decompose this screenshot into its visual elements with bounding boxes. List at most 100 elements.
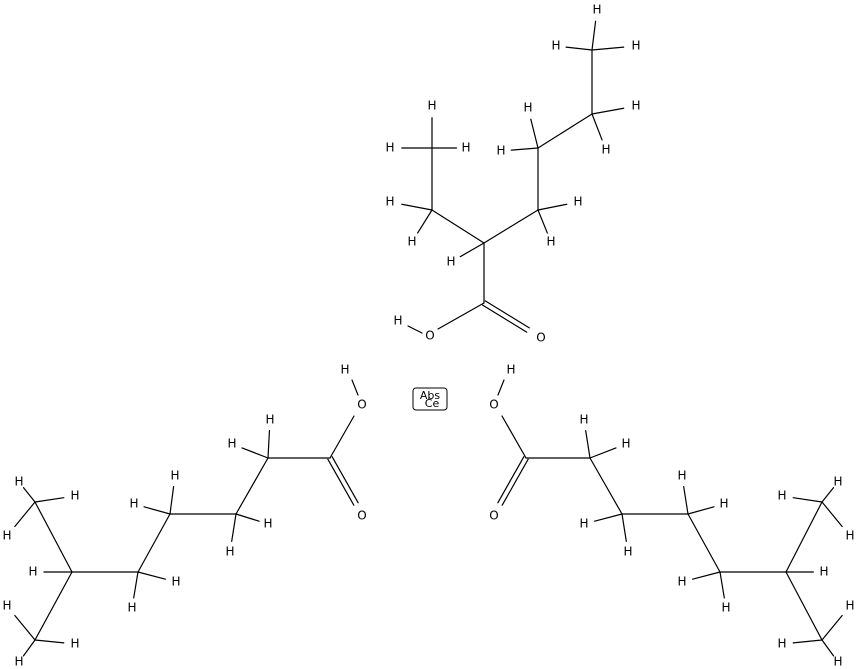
center-ion: Abs Ce bbox=[412, 387, 448, 411]
oxygen-atom-label: O bbox=[489, 509, 498, 523]
hydrogen-atom-label: H bbox=[385, 141, 394, 155]
c-h-bond bbox=[821, 487, 835, 503]
hydrogen-atom-label: H bbox=[225, 545, 234, 559]
c-h-bond bbox=[591, 107, 625, 115]
hydrogen-atom-label: H bbox=[171, 575, 180, 589]
c-h-bond bbox=[591, 46, 625, 51]
c-h-bond bbox=[719, 571, 725, 599]
c-h-bond bbox=[621, 513, 627, 542]
c-c-bond bbox=[785, 571, 823, 641]
hydrogen-atom-label: H bbox=[592, 3, 601, 17]
hydrogen-atom-label: H bbox=[719, 497, 728, 511]
hydrogen-atom-label: H bbox=[845, 599, 854, 613]
oxygen-atom-label: O bbox=[489, 398, 498, 412]
c-c-bond bbox=[589, 457, 623, 515]
hydrogen-atom-label: H bbox=[579, 517, 588, 531]
c-h-bond bbox=[687, 506, 715, 515]
c-h-bond bbox=[792, 639, 823, 644]
hydrogen-atom-label: H bbox=[819, 565, 828, 579]
hydrogen-atom-label: H bbox=[340, 363, 349, 377]
c-c-bond bbox=[785, 501, 823, 573]
c-h-bond bbox=[34, 497, 65, 503]
hydrogen-atom-label: H bbox=[631, 39, 640, 53]
hydrogen-atom-label: H bbox=[496, 144, 505, 158]
hydrogen-atom-label: H bbox=[385, 195, 394, 209]
c-h-bond bbox=[267, 430, 271, 459]
hydrogen-atom-label: H bbox=[777, 489, 786, 503]
hydrogen-atom-label: H bbox=[446, 255, 455, 269]
o-h-bond bbox=[407, 325, 423, 334]
c-h-bond bbox=[133, 571, 139, 599]
hydrogen-atom-label: H bbox=[461, 141, 470, 155]
hydrogen-atom-label: H bbox=[129, 497, 138, 511]
c-o-single-bond bbox=[329, 415, 355, 459]
o-h-bond bbox=[351, 379, 359, 396]
c-h-bond bbox=[22, 487, 36, 503]
hydrogen-atom-label: H bbox=[2, 529, 11, 543]
hydrogen-atom-label: H bbox=[70, 637, 79, 651]
c-c-bond bbox=[687, 513, 721, 573]
hydrogen-atom-label: H bbox=[677, 469, 686, 483]
hydrogen-atom-label: H bbox=[579, 413, 588, 427]
c-c-bond bbox=[483, 209, 539, 244]
c-c-bond bbox=[34, 571, 73, 641]
c-o-double-bond bbox=[482, 304, 528, 333]
c-h-bond bbox=[683, 486, 689, 515]
hydrogen-atom-label: H bbox=[631, 99, 640, 113]
hydrogen-atom-label: H bbox=[551, 39, 560, 53]
c-c-bond bbox=[537, 113, 593, 149]
hydrogen-atom-label: H bbox=[573, 195, 582, 209]
c-h-bond bbox=[594, 513, 623, 522]
c-o-single-bond bbox=[437, 302, 485, 330]
c-h-bond bbox=[537, 209, 548, 234]
c-h-bond bbox=[530, 118, 539, 149]
hydrogen-atom-label: H bbox=[833, 655, 842, 669]
bond-layer bbox=[14, 20, 843, 657]
c-h-bond bbox=[401, 203, 433, 211]
c-h-bond bbox=[235, 513, 260, 522]
c-h-bond bbox=[14, 501, 36, 528]
hydrogen-atom-label: H bbox=[263, 517, 272, 531]
hydrogen-atom-label: H bbox=[127, 601, 136, 615]
c-o-single-bond bbox=[501, 415, 527, 459]
c-o-double-bond bbox=[327, 458, 355, 506]
oxygen-atom-label: O bbox=[425, 329, 434, 343]
c-h-bond bbox=[241, 447, 269, 459]
c-h-bond bbox=[34, 639, 65, 644]
hydrogen-atom-label: H bbox=[845, 529, 854, 543]
c-h-bond bbox=[589, 447, 617, 459]
c-h-bond bbox=[591, 20, 597, 51]
hydrogen-atom-label: H bbox=[833, 475, 842, 489]
hydrogen-atom-label: H bbox=[677, 575, 686, 589]
c-o-double-bond bbox=[501, 458, 529, 506]
c-h-bond bbox=[565, 46, 593, 51]
c-h-bond bbox=[821, 639, 835, 657]
hydrogen-atom-label: H bbox=[407, 235, 416, 249]
oxygen-atom-label: O bbox=[357, 509, 366, 523]
hydrogen-atom-label: H bbox=[28, 565, 37, 579]
c-h-bond bbox=[137, 571, 166, 580]
oxygen-atom-label: O bbox=[357, 398, 366, 412]
c-h-bond bbox=[459, 242, 485, 258]
oxygen-atom-label: O bbox=[536, 331, 545, 345]
hydrogen-atom-label: H bbox=[546, 235, 555, 249]
hydrogen-atom-label: H bbox=[721, 601, 730, 615]
hydrogen-atom-label: H bbox=[170, 469, 179, 483]
hydrogen-atom-label: H bbox=[14, 475, 23, 489]
c-c-bond bbox=[34, 501, 73, 573]
hydrogen-atom-label: H bbox=[427, 99, 436, 113]
c-h-bond bbox=[14, 614, 36, 641]
center-ion-label-bottom: Ce bbox=[425, 397, 440, 410]
c-h-bond bbox=[591, 113, 603, 141]
c-h-bond bbox=[169, 486, 175, 515]
c-h-bond bbox=[821, 501, 843, 528]
c-c-bond bbox=[235, 457, 269, 515]
c-h-bond bbox=[231, 513, 237, 542]
hydrogen-atom-label: H bbox=[2, 599, 11, 613]
hydrogen-atom-label: H bbox=[265, 413, 274, 427]
hydrogen-atom-label: H bbox=[621, 437, 630, 451]
c-h-bond bbox=[585, 430, 591, 459]
c-o-double-bond bbox=[331, 456, 359, 504]
c-c-bond bbox=[431, 209, 485, 244]
